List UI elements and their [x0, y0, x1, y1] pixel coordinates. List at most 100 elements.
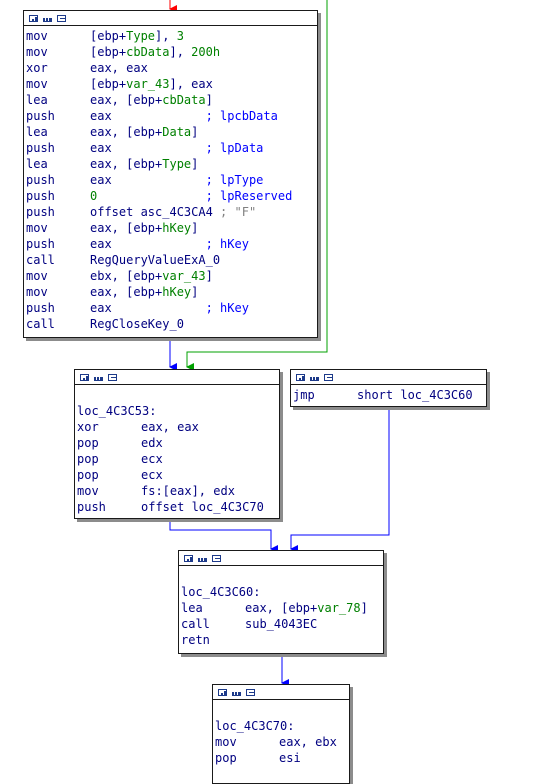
- operand: eax: [90, 237, 206, 251]
- instruction-line[interactable]: mov[ebp+var_43], eax: [26, 76, 317, 92]
- graph-view-icon[interactable]: [296, 373, 305, 381]
- code-block-jmp[interactable]: jmp short loc_4C3C60: [290, 369, 487, 407]
- operand-suffix: ],: [155, 29, 177, 43]
- instruction-line[interactable]: mov[ebp+cbData], 200h: [26, 44, 317, 60]
- operand-suffix: ],: [169, 45, 192, 59]
- mnemonic: xor: [26, 61, 48, 75]
- instruction-line[interactable]: xor eax, eax: [77, 419, 279, 435]
- node-text-icon[interactable]: [108, 373, 117, 381]
- operand: RegCloseKey_0: [90, 317, 184, 331]
- operand: short loc_4C3C60: [357, 388, 473, 402]
- instruction-line[interactable]: jmp short loc_4C3C60: [293, 387, 486, 403]
- node-text-icon[interactable]: [57, 14, 66, 22]
- comment: ; lpData: [205, 141, 264, 155]
- instruction-line[interactable]: push offset loc_4C3C70: [77, 499, 279, 515]
- string-comment: ; "F": [220, 205, 257, 219]
- operand: offset loc_4C3C70: [141, 500, 264, 514]
- variable-name[interactable]: hKey: [162, 221, 192, 235]
- graph-view-icon[interactable]: [218, 688, 227, 696]
- mnemonic: push: [77, 500, 106, 514]
- operand: eax: [90, 109, 206, 123]
- graph-view-icon[interactable]: [80, 373, 89, 381]
- node-text-icon[interactable]: [212, 554, 221, 562]
- mnemonic: mov: [26, 29, 48, 43]
- variable-name[interactable]: var_43: [126, 77, 170, 91]
- mnemonic: push: [26, 109, 55, 123]
- flowchart-icon[interactable]: [94, 373, 103, 381]
- instruction-line[interactable]: retn: [181, 632, 383, 648]
- mnemonic: push: [26, 205, 55, 219]
- mnemonic: pop: [77, 468, 99, 482]
- graph-view-icon[interactable]: [184, 554, 193, 562]
- operand-suffix: ]: [191, 221, 199, 235]
- operand: eax, eax: [141, 420, 199, 434]
- variable-name[interactable]: cbData: [126, 45, 170, 59]
- operand: ecx: [141, 452, 163, 466]
- flowchart-icon[interactable]: [232, 688, 241, 696]
- mnemonic: push: [26, 237, 55, 251]
- mnemonic: jmp: [293, 388, 315, 402]
- instruction-line[interactable]: mov[ebp+Type], 3: [26, 28, 317, 44]
- operand: RegQueryValueExA_0: [90, 253, 221, 267]
- variable-name[interactable]: var_78: [317, 601, 361, 615]
- variable-name[interactable]: hKey: [162, 285, 192, 299]
- code-label[interactable]: loc_4C3C70:: [215, 719, 295, 733]
- mnemonic: lea: [26, 93, 48, 107]
- variable-name[interactable]: Type: [162, 157, 192, 171]
- blank-line: [181, 568, 383, 584]
- variable-name[interactable]: var_43: [162, 269, 206, 283]
- flowchart-icon[interactable]: [198, 554, 207, 562]
- variable-name[interactable]: Type: [126, 29, 156, 43]
- mnemonic: xor: [77, 420, 99, 434]
- instruction-line[interactable]: push eax ; lpcbData: [26, 108, 317, 124]
- blank-line: [77, 387, 279, 403]
- mnemonic: mov: [26, 77, 48, 91]
- operand: eax: [90, 173, 206, 187]
- comment: ; lpcbData: [205, 109, 278, 123]
- variable-name[interactable]: Data: [162, 125, 192, 139]
- mnemonic: mov: [77, 484, 99, 498]
- flowchart-icon[interactable]: [310, 373, 319, 381]
- code-label[interactable]: loc_4C3C60:: [181, 585, 261, 599]
- graph-view-icon[interactable]: [29, 14, 38, 22]
- variable-name[interactable]: cbData: [162, 93, 206, 107]
- flowchart-icon[interactable]: [43, 14, 52, 22]
- operand: eax, ebx: [279, 735, 337, 749]
- node-text-icon[interactable]: [324, 373, 333, 381]
- node-header: [75, 370, 279, 385]
- operand: eax: [90, 141, 206, 155]
- operand: edx: [141, 436, 163, 450]
- comment: ; lpReserved: [205, 189, 293, 203]
- code-label[interactable]: loc_4C3C53:: [77, 404, 157, 418]
- node-text-icon[interactable]: [246, 688, 255, 696]
- graph-edges: [169, 0, 390, 687]
